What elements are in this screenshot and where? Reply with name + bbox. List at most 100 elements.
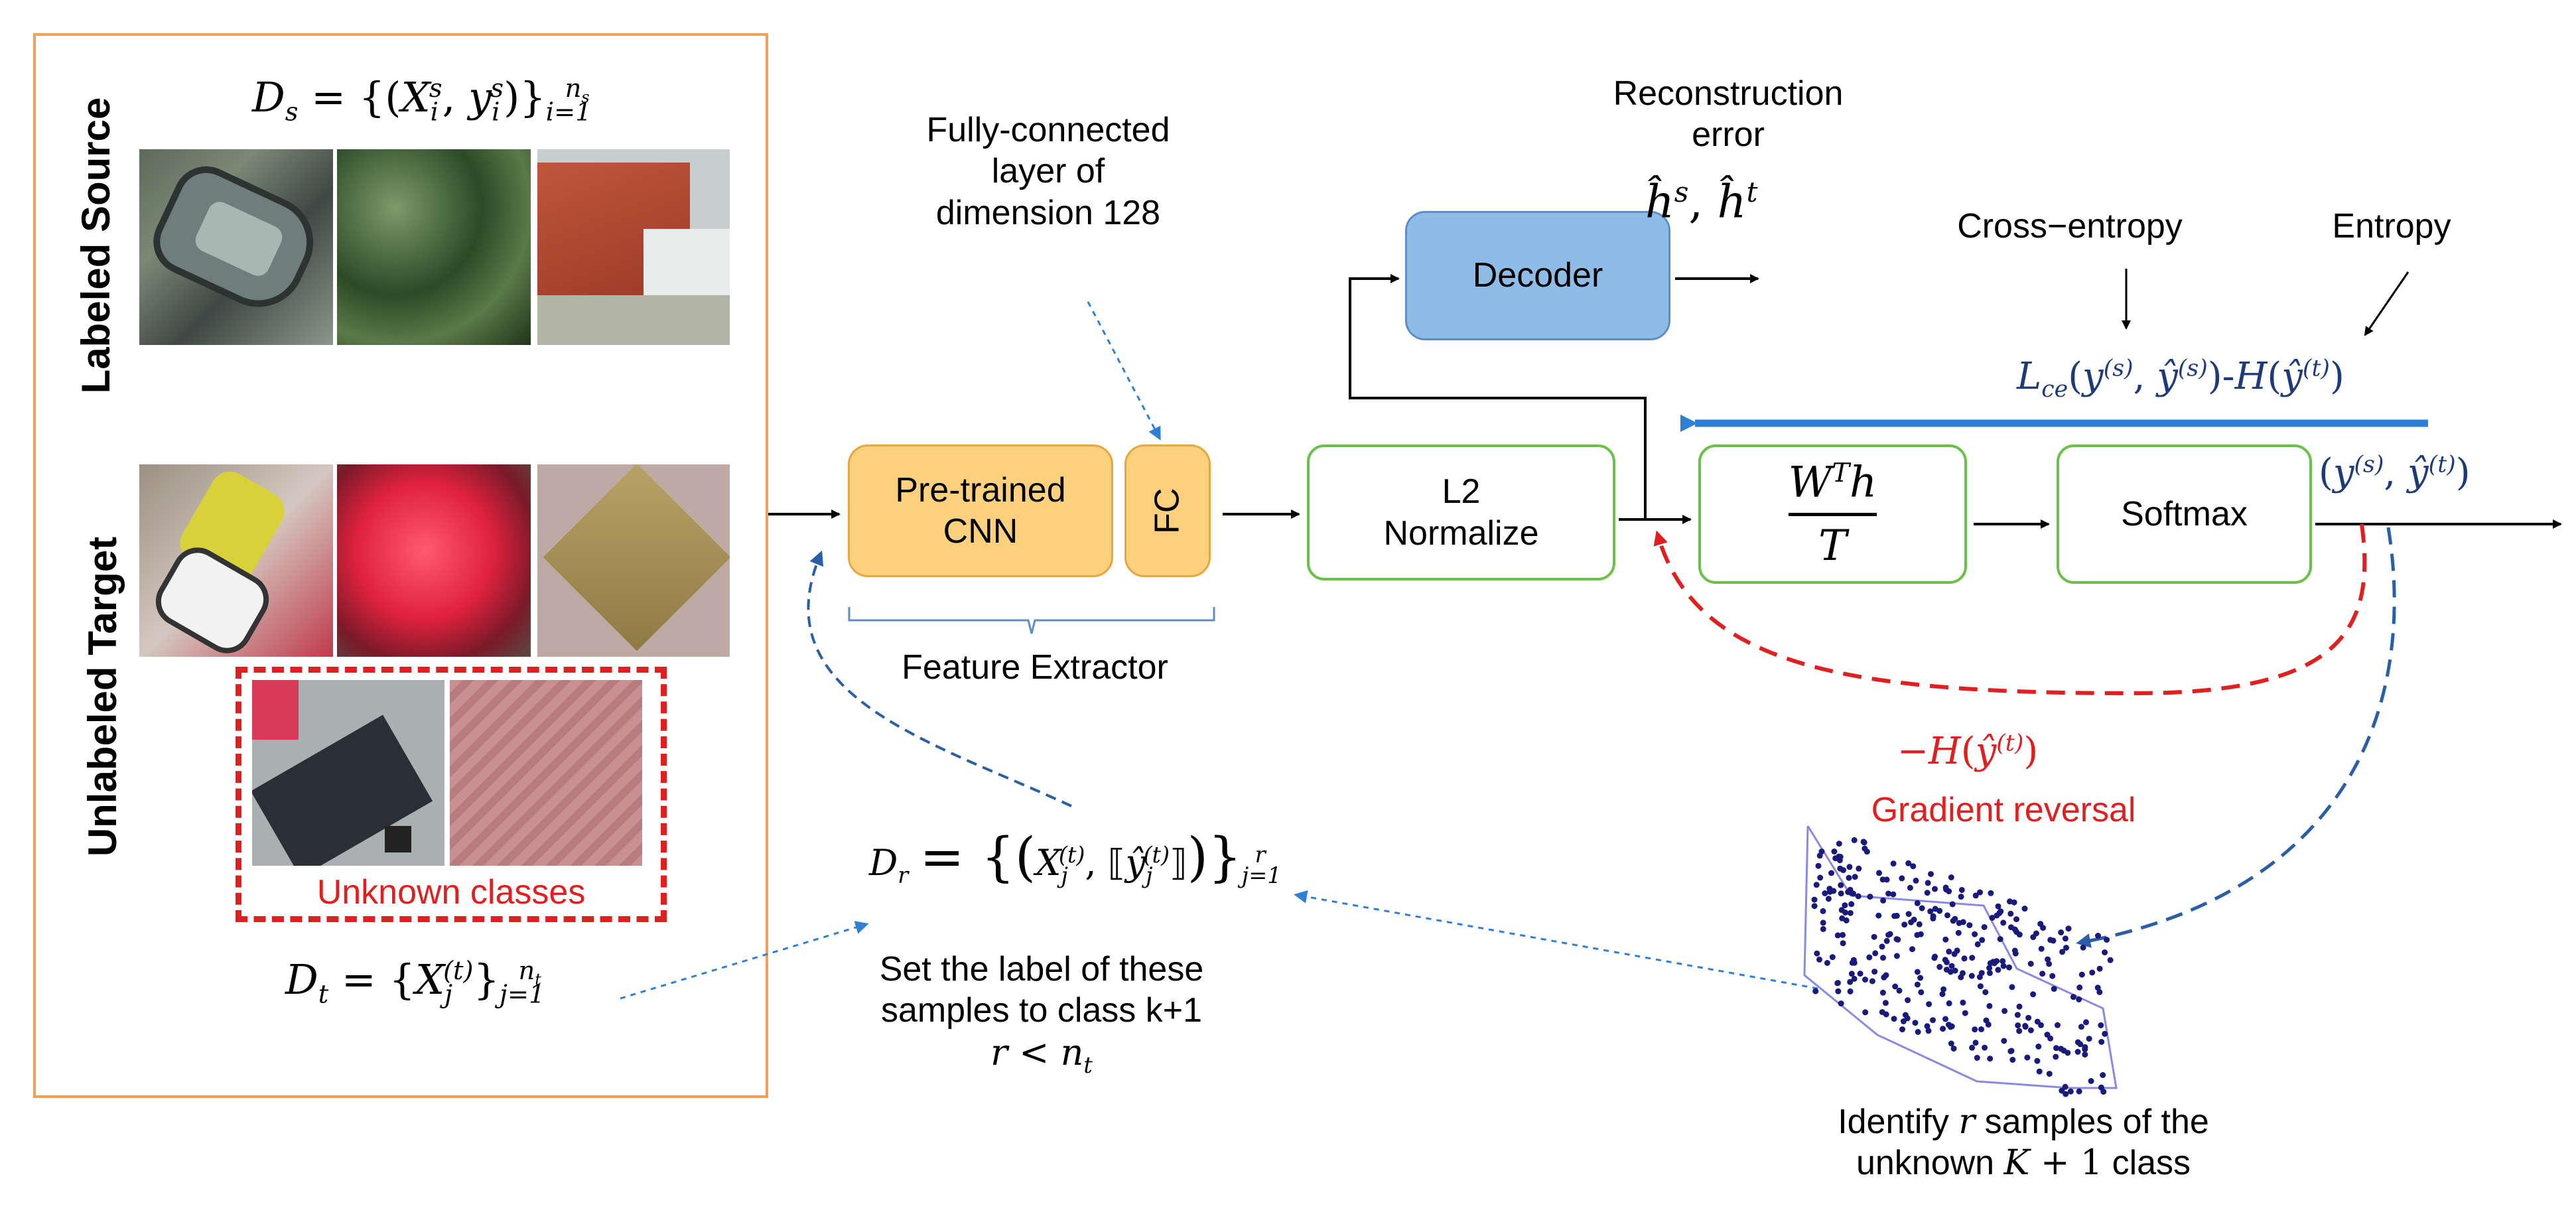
scatter-hull [1803, 825, 2118, 1089]
scatter-point [2016, 931, 2023, 938]
scatter-point [1812, 988, 1819, 994]
scatter-point [1995, 903, 2001, 910]
scatter-point [2046, 961, 2053, 967]
scatter-point [1814, 950, 1820, 957]
identify-note: Identify r samples of the unknown K + 1 … [1838, 1102, 2209, 1184]
scatter-point [1840, 867, 1846, 874]
scatter-point [1987, 1055, 1994, 1062]
scatter-point [1950, 1046, 1957, 1052]
target-dataset-formula: Dt = {Xj(t)}j=1nt [285, 955, 545, 1010]
scatter-point [1880, 955, 1886, 961]
dr-to-cnn-arrow [807, 550, 1072, 807]
scatter-point [1917, 931, 1924, 937]
scatter-point [1977, 889, 1983, 896]
scatter-point [1840, 931, 1846, 938]
scatter-point [1875, 912, 1882, 919]
scatter-point [2082, 1046, 2088, 1053]
scatter-point [1879, 989, 1886, 996]
scatter-point [1986, 1002, 1993, 1009]
scatter-point [2055, 1022, 2061, 1028]
scatter-point [1958, 894, 1964, 900]
scatter-point [1915, 1029, 1921, 1035]
scatter-point [1850, 957, 1857, 963]
scatter-point [1948, 1023, 1955, 1030]
scatter-point [1883, 876, 1890, 883]
scatter-point [1974, 1055, 1980, 1061]
scatter-point [2074, 1039, 2081, 1046]
scatter-point [2062, 935, 2068, 942]
reconstruction-error-label: Reconstruction error [1613, 74, 1844, 155]
scatter-point [1968, 973, 1975, 979]
scatter-point [1838, 882, 1844, 888]
scatter-point [1958, 887, 1965, 893]
scatter-point [1976, 974, 1983, 981]
scatter-point [1914, 981, 1921, 988]
scatter-point [1912, 1020, 1919, 1026]
scatter-point [1995, 967, 2001, 973]
scatter-point [2024, 1054, 2031, 1061]
scatter-point [1932, 886, 1938, 892]
scatter-point [1882, 1000, 1889, 1006]
scatter-point [1836, 841, 1842, 847]
scatter-point [1989, 915, 1996, 921]
scatter-point [2001, 1008, 2008, 1014]
scatter-point [2095, 933, 2101, 939]
scatter-point [1962, 1010, 1968, 1016]
softmax-to-scatter-arrow [2076, 527, 2396, 948]
scatter-point [1948, 874, 1954, 880]
scatter-point [2062, 1083, 2068, 1090]
scatter-point [1942, 936, 1949, 943]
scatter-point [1892, 983, 1899, 990]
scatter-point [1851, 975, 1858, 982]
set-label-note: Set the label of these samples to class … [879, 950, 1204, 1078]
scatter-point [1919, 905, 1925, 912]
scatter-point [2011, 899, 2017, 906]
scatter-point [2070, 994, 2076, 1000]
scatter-point [1831, 849, 1838, 854]
scatter-point [1917, 975, 1924, 981]
scatter-point [2034, 1018, 2041, 1025]
scatter-point [1890, 891, 1897, 898]
scatter-point [1861, 839, 1867, 846]
scatter-point [1847, 979, 1854, 985]
source-image-tree [337, 149, 531, 345]
scatter-point [1872, 950, 1879, 957]
unknown-image-field [450, 680, 642, 866]
scatter-point [1848, 971, 1855, 977]
fc-note-pointer [1087, 301, 1161, 441]
scatter-point [1969, 955, 1976, 961]
scatter-point [1972, 892, 1979, 899]
source-dataset-formula: Ds = {(Xis, yis)}i=1ns [252, 73, 592, 127]
scatter-point [1885, 931, 1892, 938]
scatter-point [1946, 948, 1952, 955]
output-formula: (y(s), ŷ(t)) [2319, 451, 2471, 494]
scatter-point [1946, 1000, 1952, 1006]
scatter-point [1956, 919, 1962, 926]
scatter-point [1972, 1026, 1978, 1033]
scatter-point [1943, 886, 1950, 893]
scatter-point [1914, 969, 1921, 975]
scatter-point [1983, 1017, 1990, 1024]
scatter-point [1932, 953, 1938, 960]
scatter-point [1879, 943, 1885, 950]
scatter-point [2074, 1049, 2081, 1055]
scatter-point [2067, 1088, 2074, 1095]
scatter-point [1926, 1001, 1932, 1008]
scatter-point [1846, 864, 1853, 870]
scatter-point [1816, 956, 1822, 963]
scatter-point [2021, 906, 2028, 912]
scatter-point [2049, 973, 2056, 979]
sample-scatter [1803, 825, 2118, 1097]
scatter-point [1949, 901, 1956, 908]
scatter-point [1811, 903, 1818, 910]
scatter-point [1925, 1028, 1932, 1034]
scatter-point [2078, 1024, 2084, 1030]
scatter-point [2027, 1027, 2034, 1034]
scatter-point [1893, 953, 1900, 959]
scatter-point [2034, 1057, 2041, 1064]
scatter-point [1918, 989, 1925, 996]
scatter-point [1997, 936, 2003, 943]
scatter-point [1862, 977, 1868, 983]
scatter-point [1855, 893, 1862, 900]
